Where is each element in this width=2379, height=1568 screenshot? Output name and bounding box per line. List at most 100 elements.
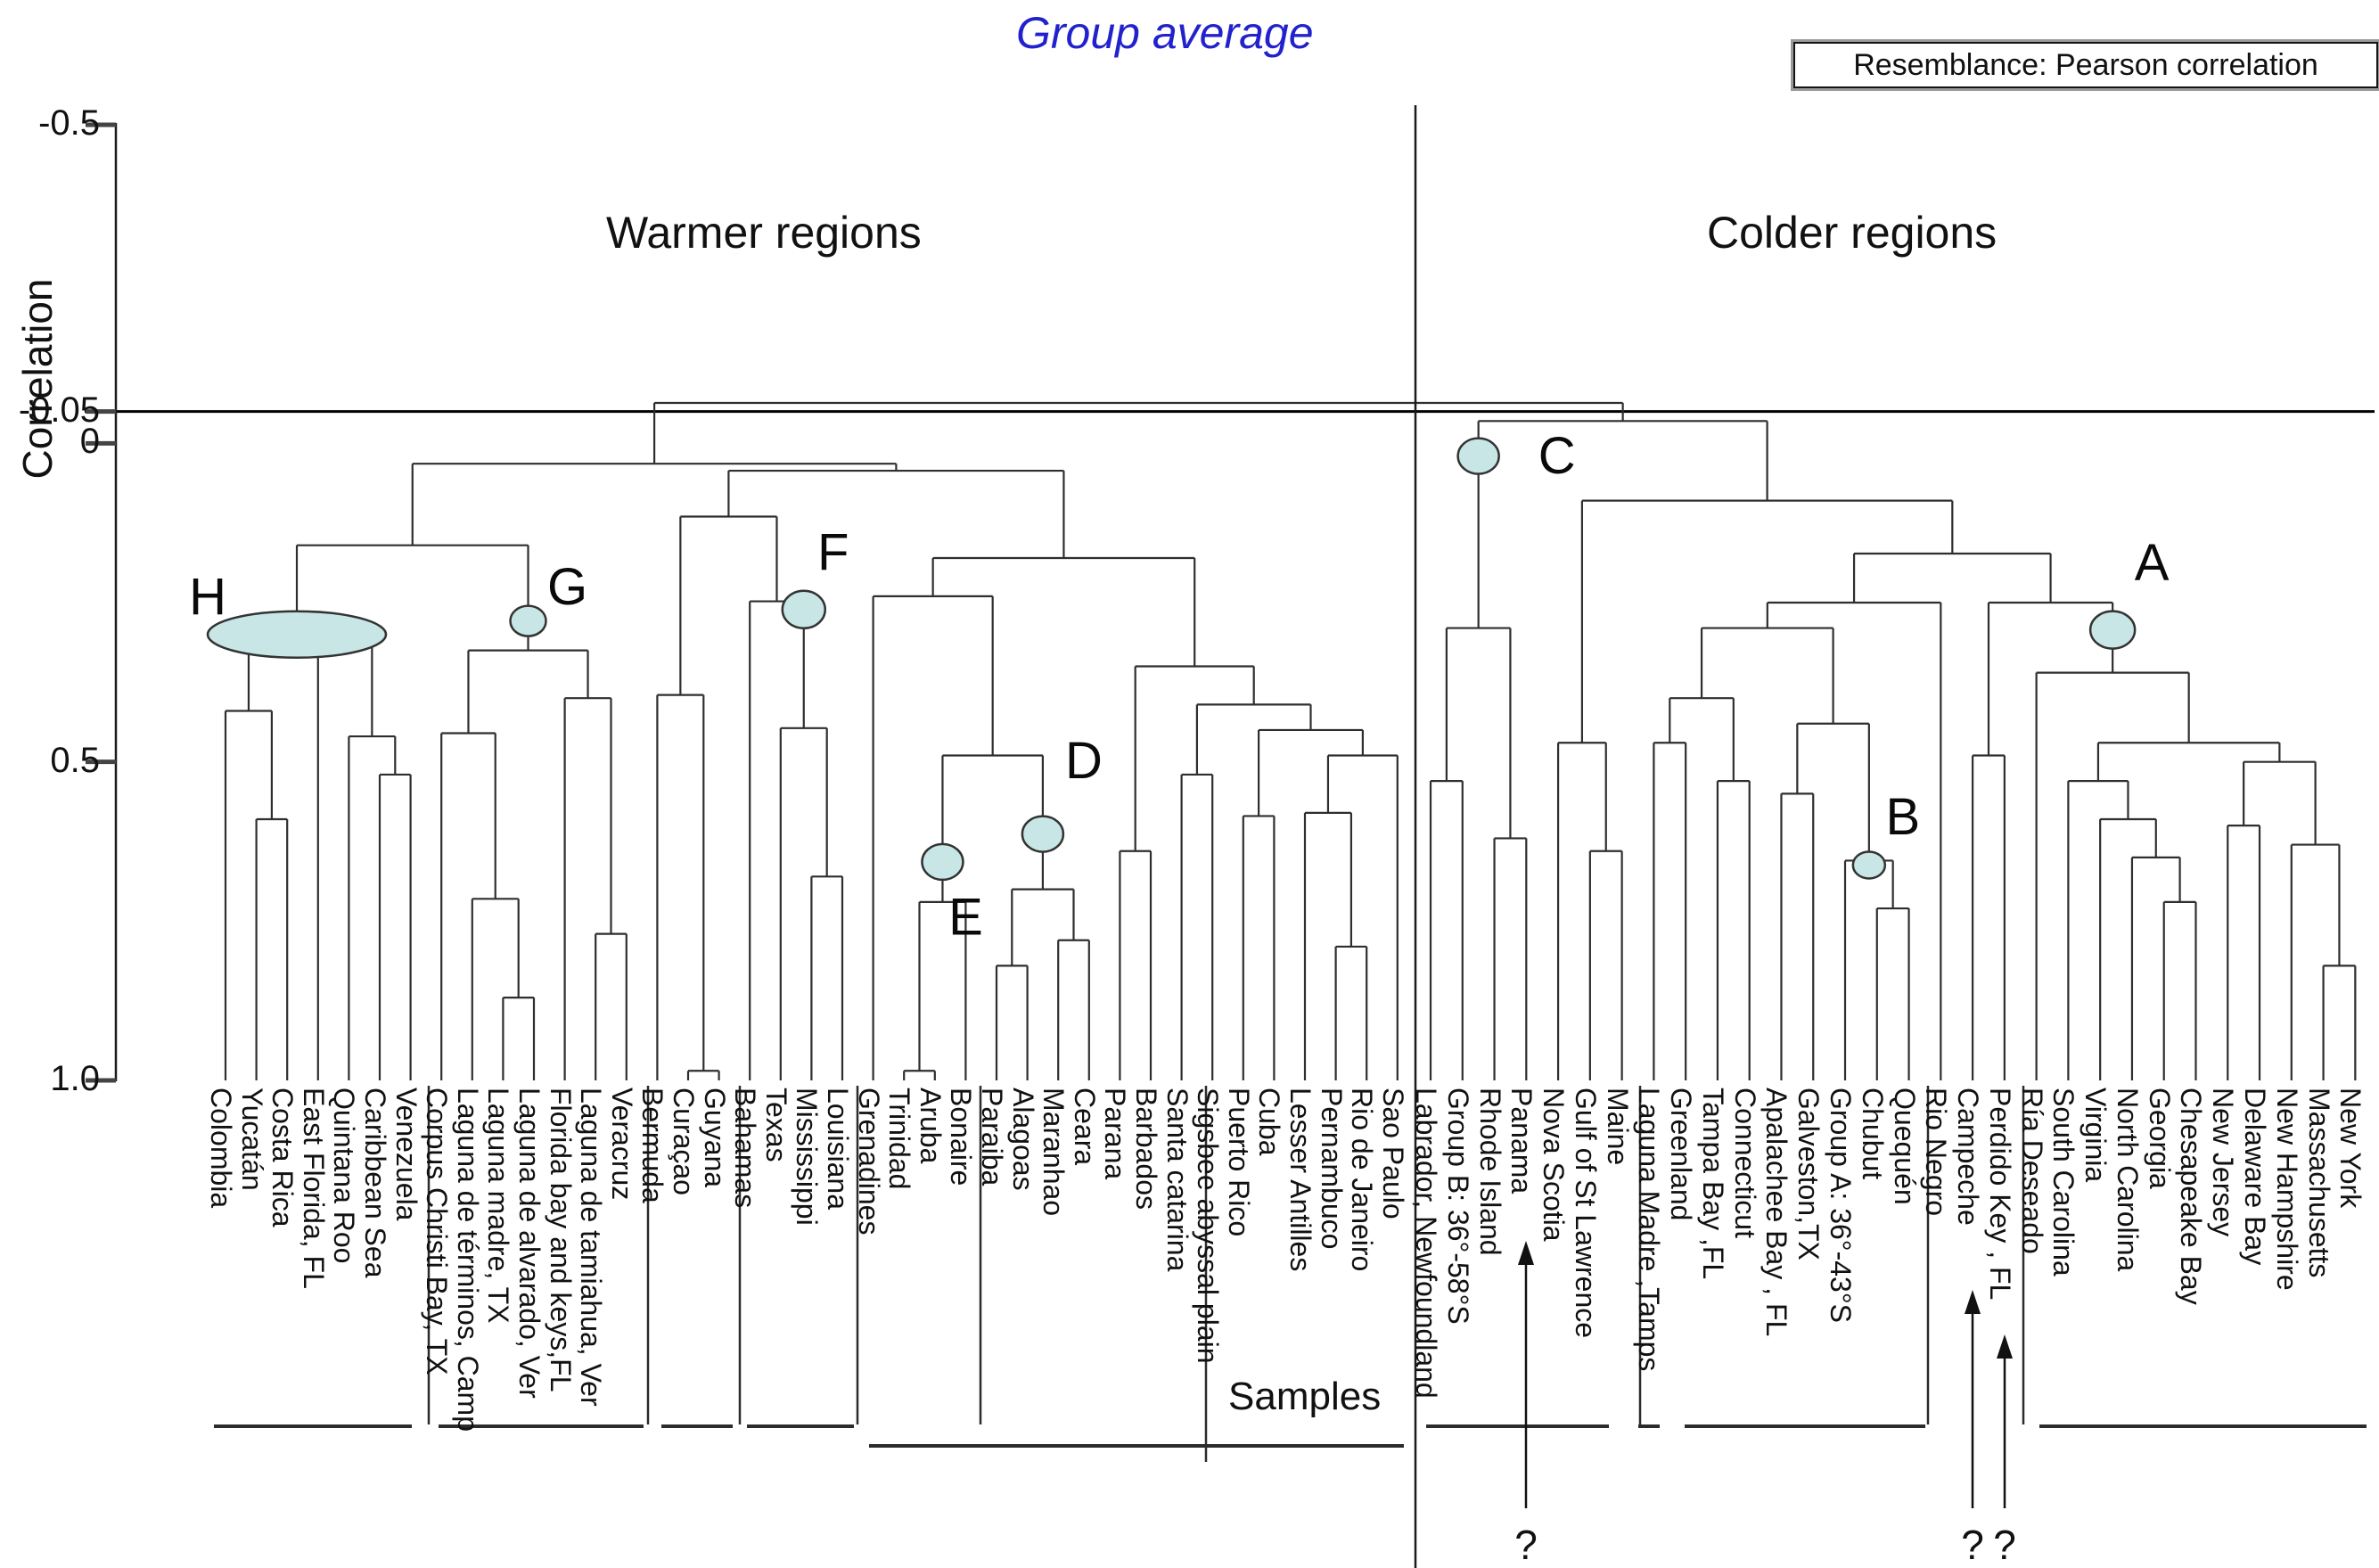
leaf-label-cold: Georgia [2143, 1088, 2176, 1189]
leaf-label-warm: Veracruz [605, 1088, 638, 1201]
leaf-label-warm: Costa Rica [267, 1088, 299, 1227]
y-tick-label: -0.05 [18, 390, 100, 430]
leaf-label-cold: Tampa Bay ,FL [1696, 1088, 1729, 1280]
leaf-label-cold: New York [2334, 1088, 2367, 1209]
cluster-marker-F [781, 589, 826, 630]
leaf-label-cold: Perdido Key , FL [1983, 1088, 2016, 1301]
leaf-label-warm: Parana [1099, 1088, 1132, 1180]
leaf-label-warm: Bahamas [729, 1088, 762, 1209]
cluster-letter-A: A [2135, 534, 2170, 592]
uncertain-arrow-head [1965, 1290, 1981, 1314]
leaf-label-warm: Trinidad [883, 1088, 916, 1190]
leaf-label-cold: Massachusetts [2302, 1088, 2335, 1278]
leaf-label-cold: Rhode Island [1473, 1088, 1506, 1256]
leaf-label-warm: Paraiba [976, 1088, 1008, 1186]
leaf-label-warm: Lesser Antilles [1284, 1088, 1317, 1272]
leaf-label-warm: Grenadines [852, 1088, 885, 1236]
leaf-label-warm: Mississippi [791, 1088, 824, 1226]
leaf-label-cold: Delaware Bay [2239, 1088, 2272, 1266]
chart-title: Group average [1016, 8, 1314, 58]
y-tick-label: 1.0 [50, 1059, 100, 1098]
leaf-label-warm: Laguna madre, TX [482, 1088, 515, 1324]
leaf-label-warm: Florida bay and keys,FL [544, 1088, 577, 1392]
leaf-label-warm: Caribbean Sea [359, 1088, 391, 1278]
question-mark: ? [1961, 1522, 1984, 1568]
leaf-label-warm: Louisiana [822, 1088, 854, 1210]
leaf-label-warm: Sigsbee abyssal plain [1192, 1088, 1225, 1364]
y-tick-label: 0 [79, 422, 100, 462]
leaf-label-warm: Ceara [1068, 1088, 1101, 1166]
leaf-label-warm: Rio de Janeiro [1346, 1088, 1379, 1272]
cluster-letter-C: C [1538, 427, 1576, 485]
leaf-label-warm: Venezuela [390, 1088, 422, 1221]
leaf-label-warm: Laguna de términos, Camp [451, 1088, 484, 1432]
cluster-marker-G [509, 604, 547, 637]
leaf-label-cold: Connecticut [1728, 1088, 1761, 1238]
leaf-label-warm: Maranhao [1038, 1088, 1071, 1217]
leaf-label-cold: Group B: 36°-58°S [1441, 1088, 1474, 1325]
leaf-label-warm: Yucatán [235, 1088, 268, 1191]
cluster-marker-D [1021, 815, 1065, 853]
cluster-marker-H [206, 610, 388, 659]
cluster-marker-A [2088, 610, 2137, 650]
resemblance-text: Resemblance: Pearson correlation [1853, 47, 2318, 82]
leaf-label-warm: Bermuda [636, 1088, 669, 1203]
cluster-letter-G: G [547, 558, 587, 616]
leaf-label-cold: Apalachee Bay , FL [1760, 1088, 1793, 1337]
leaf-label-cold: Rio Negro [1920, 1088, 1953, 1217]
cluster-letter-F: F [817, 523, 849, 581]
leaf-label-warm: Guyana [698, 1088, 731, 1188]
leaf-label-warm: Corpus Christi Bay, TX [421, 1088, 454, 1375]
colder-regions-heading: Colder regions [1707, 208, 1998, 258]
leaf-label-cold: South Carolina [2047, 1088, 2080, 1277]
leaf-label-cold: Panama [1505, 1088, 1538, 1194]
leaf-label-warm: Aruba [914, 1088, 947, 1164]
leaf-label-cold: Labrador, Newfoundland [1410, 1088, 1442, 1399]
leaf-label-warm: Barbados [1130, 1088, 1162, 1210]
leaf-label-cold: Galveston,TX [1792, 1088, 1825, 1260]
cluster-marker-E [921, 842, 964, 882]
resemblance-box: Resemblance: Pearson correlation [1791, 39, 2379, 91]
leaf-label-warm: Bonaire [945, 1088, 978, 1186]
leaf-label-warm: Pernambuco [1315, 1088, 1348, 1250]
leaf-label-warm: Sao Paulo [1376, 1088, 1409, 1219]
leaf-label-cold: Campeche [1952, 1088, 1985, 1226]
leaf-label-warm: Alagoas [1006, 1088, 1039, 1191]
leaf-label-cold: Gulf of St Lawrence [1569, 1088, 1602, 1339]
leaf-label-cold: Quequén [1888, 1088, 1921, 1205]
cluster-marker-C [1456, 437, 1500, 475]
cluster-letter-B: B [1885, 788, 1920, 846]
cluster-letter-D: D [1065, 732, 1103, 790]
leaf-label-cold: Ría Deseado [2015, 1088, 2048, 1254]
y-tick-label: 0.5 [50, 740, 100, 780]
leaf-label-cold: Group A: 36°-43°S [1825, 1088, 1857, 1323]
leaf-label-cold: Greenland [1665, 1088, 1698, 1221]
leaf-label-warm: Santa catarina [1161, 1088, 1194, 1272]
leaf-label-warm: Laguna de tamiahua, Ver [575, 1088, 608, 1407]
leaf-label-warm: Colombia [205, 1088, 237, 1209]
leaf-label-cold: North Carolina [2111, 1088, 2144, 1272]
question-mark: ? [1993, 1522, 2016, 1568]
leaf-label-cold: New Jersey [2207, 1088, 2240, 1237]
leaf-label-warm: Curaçao [668, 1088, 700, 1195]
leaf-label-cold: Chesapeake Bay [2175, 1088, 2208, 1305]
leaf-label-warm: Puerto Rico [1222, 1088, 1255, 1237]
leaf-label-warm: Texas [759, 1088, 792, 1162]
leaf-label-warm: Cuba [1253, 1088, 1286, 1156]
samples-label: Samples [1228, 1375, 1382, 1418]
warmer-regions-heading: Warmer regions [606, 208, 922, 258]
y-tick-label: -0.5 [38, 103, 100, 143]
leaf-label-cold: Chubut [1856, 1088, 1889, 1180]
leaf-label-cold: Nova Scotia [1538, 1088, 1571, 1242]
leaf-label-warm: Laguna de alvarado, Ver [513, 1088, 546, 1399]
uncertain-arrow-head [1997, 1334, 2013, 1359]
cluster-marker-B [1851, 850, 1887, 880]
leaf-label-cold: Maine [1601, 1088, 1634, 1166]
leaf-label-warm: Quintana Roo [328, 1088, 361, 1264]
question-mark: ? [1514, 1522, 1538, 1568]
uncertain-arrow-head [1518, 1241, 1534, 1265]
leaf-label-cold: Virginia [2080, 1088, 2112, 1183]
cluster-letter-H: H [189, 568, 226, 626]
